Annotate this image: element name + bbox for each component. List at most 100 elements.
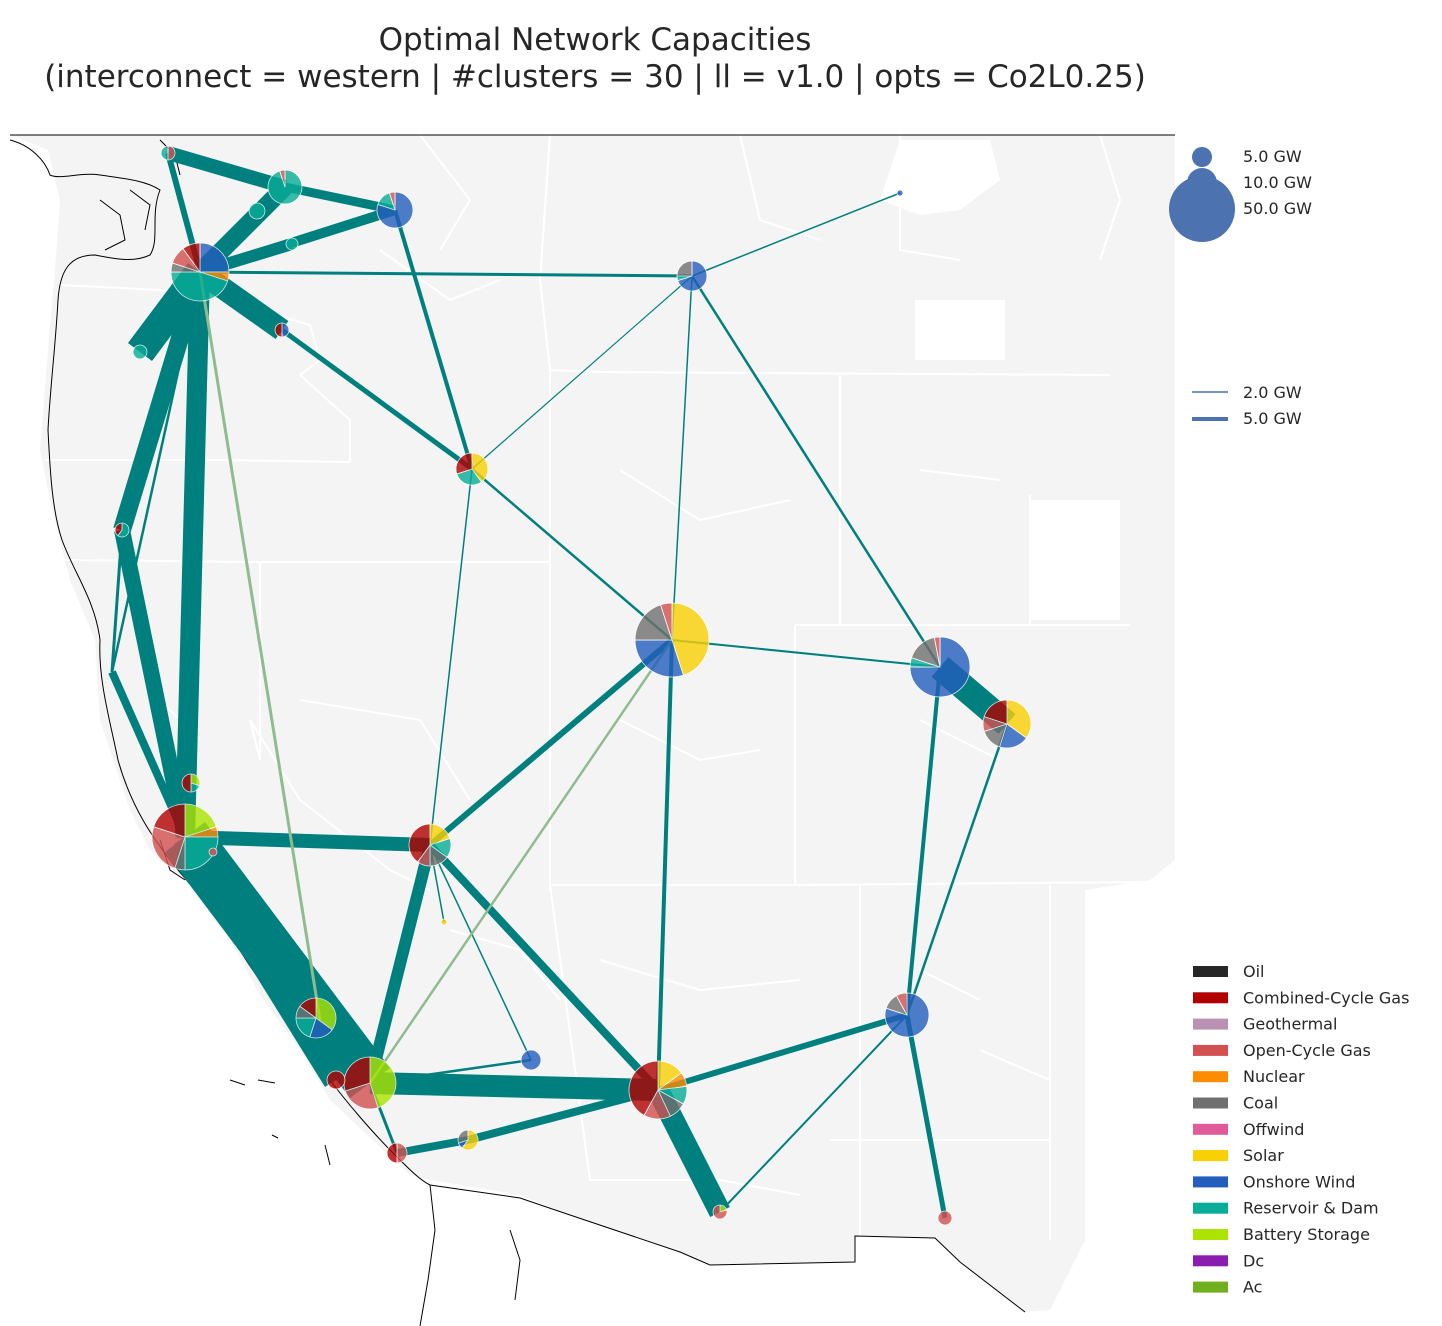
bus-pie bbox=[114, 522, 130, 538]
pie-slice bbox=[315, 997, 337, 1031]
ac-line bbox=[656, 639, 674, 1091]
ac-line bbox=[284, 182, 396, 215]
ac-line bbox=[671, 639, 941, 668]
bus-pie bbox=[440, 918, 448, 926]
pie-slice bbox=[471, 452, 489, 483]
pie-slice bbox=[983, 699, 1008, 725]
legend-swatch-combined-cycle-gas bbox=[1193, 992, 1228, 1004]
bus-pie bbox=[343, 1056, 397, 1110]
dc-link bbox=[368, 639, 674, 1084]
legend-swatch-open-cycle-gas bbox=[1193, 1044, 1228, 1056]
ac-line bbox=[428, 637, 674, 848]
legend-label-coal: Coal bbox=[1243, 1094, 1278, 1113]
bus-pie bbox=[151, 803, 219, 871]
pie-slice bbox=[455, 452, 473, 475]
bus-pie bbox=[181, 773, 201, 793]
pie-slice bbox=[388, 191, 396, 211]
pie-slice bbox=[676, 260, 693, 277]
pie-slice bbox=[160, 145, 169, 161]
legend-label-reservoir-dam: Reservoir & Dam bbox=[1243, 1199, 1379, 1218]
pie-slice bbox=[151, 826, 186, 869]
bus-size-legend: 5.0 GW 10.0 GW 50.0 GW bbox=[1169, 147, 1312, 242]
pie-slice bbox=[326, 1070, 346, 1090]
title-line-1: Optimal Network Capacities bbox=[378, 22, 812, 58]
bus-pie bbox=[285, 237, 299, 251]
pie-slice bbox=[274, 322, 283, 338]
pie-slice bbox=[167, 145, 176, 161]
legend-swatch-coal bbox=[1193, 1097, 1228, 1109]
bus-pie bbox=[634, 602, 710, 678]
pie-slice bbox=[344, 1082, 379, 1110]
pie-slice bbox=[671, 602, 710, 676]
legend-swatch-oil bbox=[1193, 966, 1228, 977]
ac-line bbox=[657, 1012, 908, 1093]
ac-line bbox=[110, 271, 202, 673]
line-width-legend: 2.0 GW 5.0 GW bbox=[1192, 383, 1302, 428]
ac-line bbox=[471, 468, 673, 641]
pie-slice bbox=[248, 202, 266, 220]
dc-link bbox=[198, 271, 322, 1021]
bus-pie bbox=[248, 202, 266, 220]
legend-swatch-solar bbox=[1193, 1150, 1228, 1162]
bus-pie bbox=[676, 260, 708, 292]
ac-line bbox=[905, 666, 942, 1016]
bus-pie bbox=[937, 1210, 953, 1226]
legend-swatch-dc bbox=[1193, 1255, 1228, 1267]
pie-slice bbox=[408, 823, 431, 863]
legend-swatch-geothermal bbox=[1193, 1018, 1228, 1030]
pie-slice bbox=[937, 1210, 953, 1226]
pie-slice bbox=[909, 636, 971, 698]
pie-slice bbox=[181, 773, 192, 793]
legend-swatch-nuclear bbox=[1193, 1071, 1228, 1083]
pie-slice bbox=[396, 1142, 408, 1164]
ac-line bbox=[280, 327, 474, 472]
bus-pie bbox=[712, 1204, 728, 1220]
pie-slice bbox=[184, 836, 219, 871]
legend-swatch-reservoir-dam bbox=[1193, 1202, 1228, 1214]
legend-label-combined-cycle-gas: Combined-Cycle Gas bbox=[1243, 988, 1409, 1007]
ac-line bbox=[113, 269, 209, 533]
bus-pie bbox=[408, 823, 452, 867]
ac-line bbox=[719, 1014, 908, 1213]
pie-slice bbox=[386, 1142, 398, 1164]
ac-line bbox=[175, 271, 210, 838]
ac-line bbox=[905, 723, 1009, 1016]
pie-slice bbox=[456, 468, 482, 486]
ac-line bbox=[184, 830, 431, 852]
pie-slice bbox=[1006, 699, 1032, 739]
ac-line bbox=[471, 275, 693, 470]
pie-slice bbox=[712, 1204, 728, 1220]
bus-size-5gw-label: 5.0 GW bbox=[1243, 147, 1302, 166]
pie-slice bbox=[132, 344, 148, 360]
bus-pie bbox=[909, 636, 971, 698]
ac-line bbox=[429, 468, 473, 846]
pie-slice bbox=[457, 1129, 469, 1144]
bus-pie bbox=[455, 452, 489, 486]
pie-slice bbox=[440, 918, 448, 926]
ac-line bbox=[199, 270, 693, 278]
pie-slice bbox=[369, 1056, 397, 1109]
pie-slice bbox=[281, 322, 290, 338]
pie-slice bbox=[933, 636, 941, 668]
ac-line bbox=[691, 192, 901, 277]
bus-size-10gw bbox=[1187, 168, 1217, 198]
pie-slice bbox=[279, 169, 286, 188]
ac-line bbox=[690, 275, 942, 668]
pie-slice bbox=[896, 189, 904, 197]
ac-line bbox=[429, 844, 532, 1061]
ac-line bbox=[110, 529, 124, 673]
bus-pie bbox=[386, 1142, 408, 1164]
ac-line bbox=[166, 146, 287, 194]
legend-label-dc: Dc bbox=[1243, 1251, 1264, 1270]
line-width-2gw-label: 2.0 GW bbox=[1243, 383, 1302, 402]
legend-swatch-onshore-wind bbox=[1193, 1176, 1228, 1188]
bus-pie bbox=[376, 191, 414, 229]
ac-line bbox=[396, 1136, 469, 1157]
pie-slice bbox=[628, 1060, 659, 1116]
map-title: Optimal Network Capacities (interconnect… bbox=[0, 22, 1190, 96]
pie-slice bbox=[114, 522, 123, 537]
pie-slice bbox=[299, 997, 317, 1019]
legend-label-battery-storage: Battery Storage bbox=[1243, 1225, 1370, 1244]
pie-slice bbox=[634, 639, 684, 678]
